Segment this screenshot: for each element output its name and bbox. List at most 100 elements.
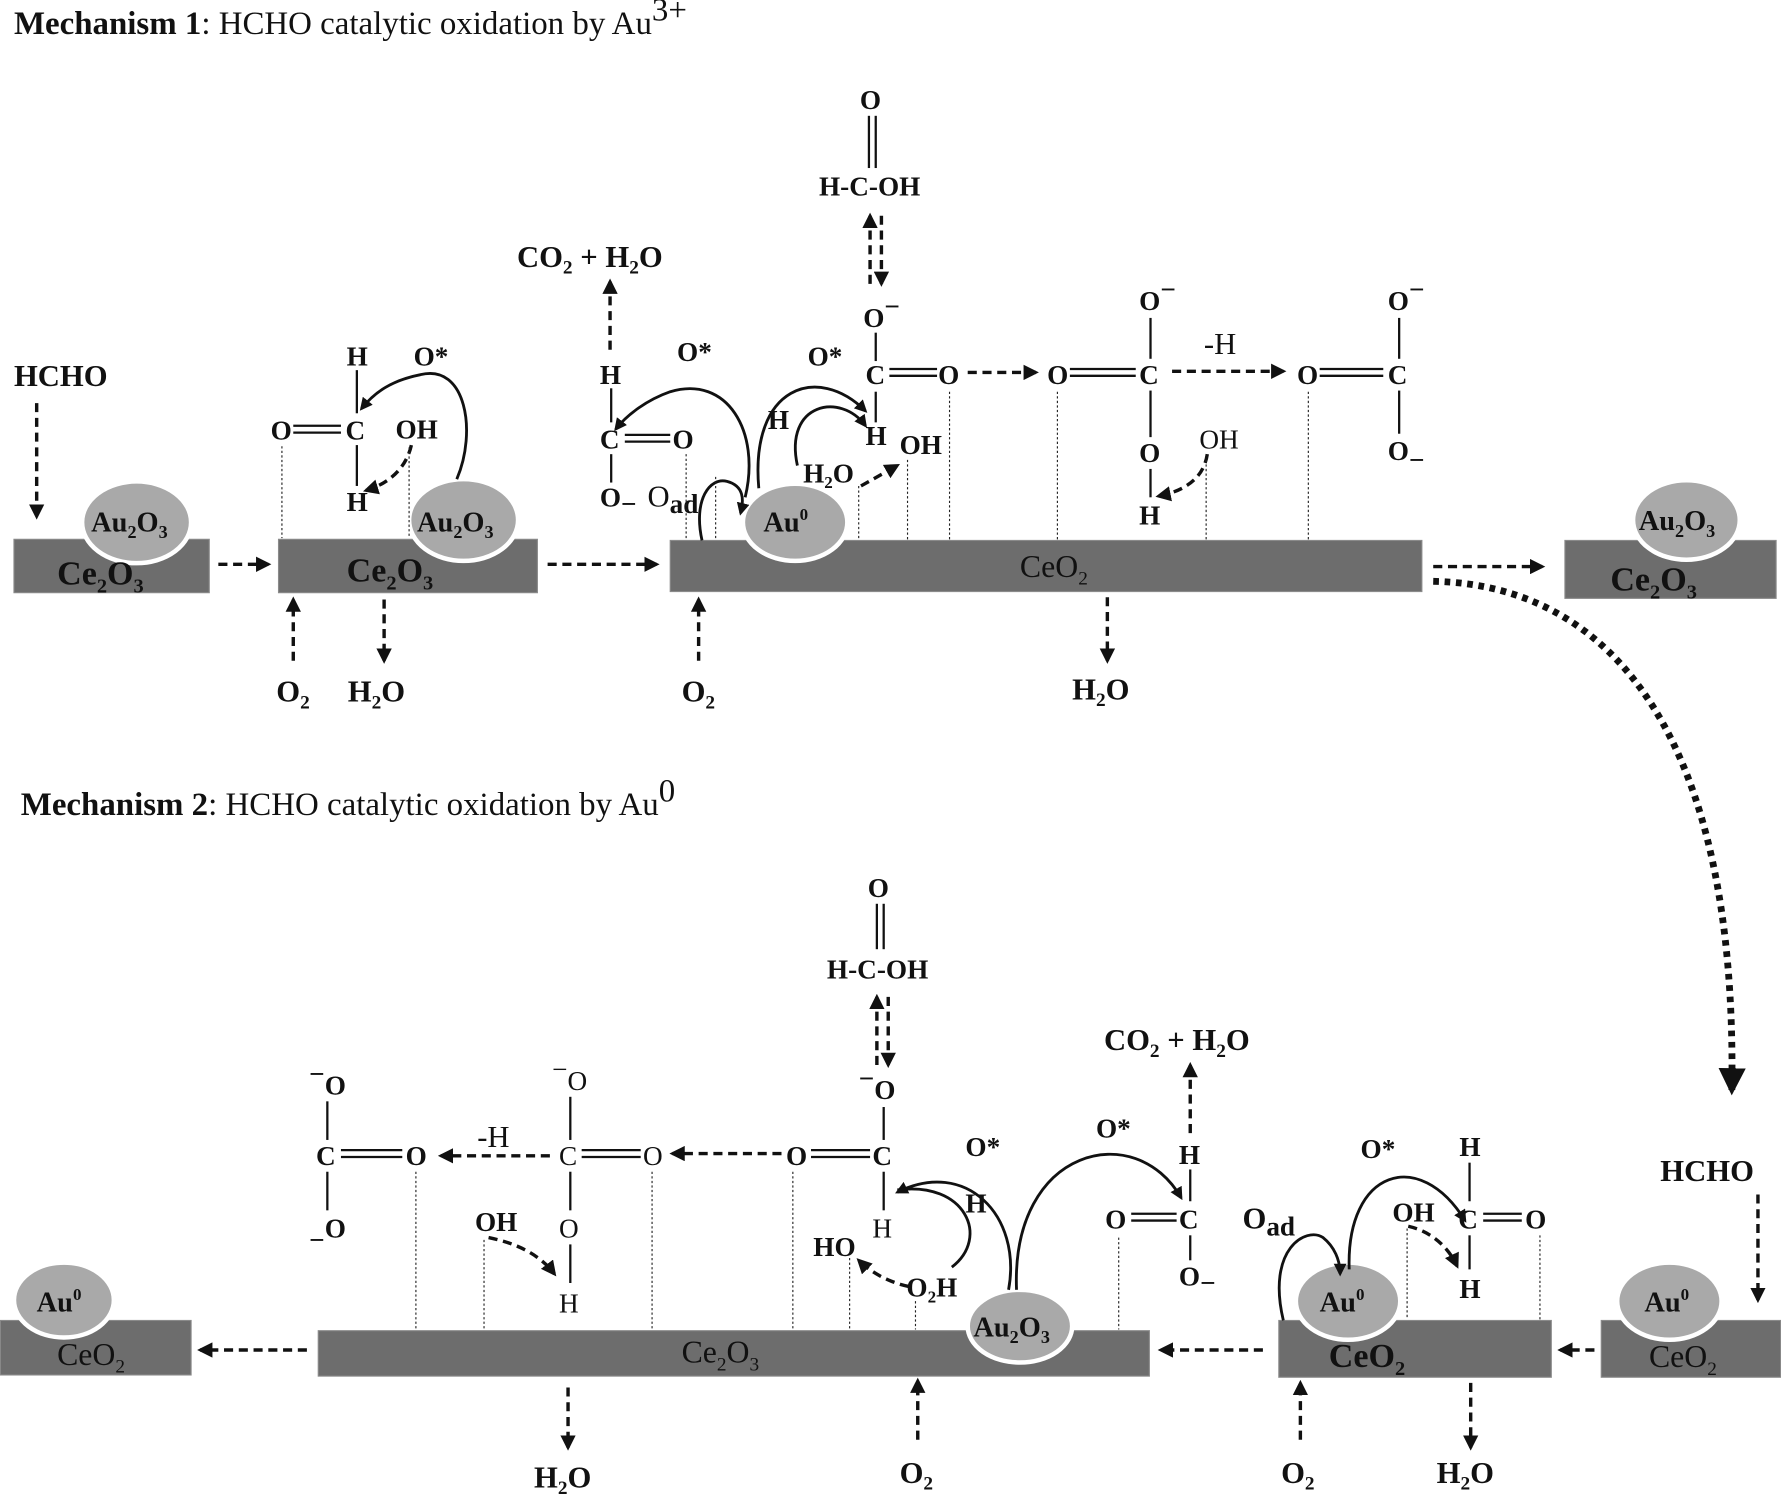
o2h-group: O2H xyxy=(906,1273,957,1307)
o-atom: O xyxy=(938,360,959,390)
c-atom: C xyxy=(316,1141,336,1171)
c-atom: C xyxy=(559,1141,577,1171)
h-atom: H xyxy=(347,487,368,517)
h-atom: H xyxy=(1459,1132,1480,1162)
particle-au0-final xyxy=(11,1260,117,1340)
o-atom: O xyxy=(1047,360,1068,390)
c-atom: C xyxy=(346,415,366,445)
hcho-input-label: HCHO xyxy=(14,359,108,393)
o-star-transfer-arrow xyxy=(1015,1152,1183,1290)
o-atom: O xyxy=(1139,438,1160,468)
co2-h2o-product: CO2 + H2O xyxy=(517,240,663,279)
o-atom: O xyxy=(868,873,889,903)
o-atom: O xyxy=(643,1141,663,1171)
formic-acid: H-C-OH xyxy=(827,955,928,985)
o-atom: O xyxy=(1525,1205,1546,1235)
c-atom: C xyxy=(600,424,620,454)
o-atom: O xyxy=(860,85,881,115)
h2o-label: H2O xyxy=(348,675,405,714)
o-ad-label: Oad xyxy=(648,479,699,519)
oh-group: OH xyxy=(395,414,437,444)
c-atom: C xyxy=(1458,1205,1478,1235)
mechanism1-title: Mechanism 1: HCHO catalytic oxidation by… xyxy=(14,0,687,42)
o-star-transfer-arrow xyxy=(614,387,751,498)
o-minus: −O xyxy=(859,1064,896,1105)
h-atom: H xyxy=(872,1214,892,1244)
au0-label-r1: Au0 xyxy=(1644,1285,1689,1318)
o2-label: O2 xyxy=(276,675,310,714)
minus-h-label: -H xyxy=(477,1120,509,1154)
o-minus: O− xyxy=(1388,436,1425,475)
o-star-transfer-arrow xyxy=(1347,1175,1467,1270)
ce2o3-label-2: Ce2O3 xyxy=(347,552,434,594)
o-star-label: O* xyxy=(1361,1134,1396,1164)
ho-group: HO xyxy=(813,1232,855,1262)
oh-transfer-arrow xyxy=(363,444,414,495)
oh-group: OH xyxy=(1199,424,1238,454)
c-atom: C xyxy=(1139,360,1159,390)
o2-label: O2 xyxy=(900,1456,934,1495)
au2o3-label-1: Au2O3 xyxy=(91,507,168,542)
ceo2-label-long: CeO2 xyxy=(1020,549,1088,590)
o-atom: O xyxy=(406,1141,427,1171)
au2o3-label-2: Au2O3 xyxy=(417,507,494,542)
h2o-oh-arrow xyxy=(860,464,900,488)
h2o-label: H2O xyxy=(534,1460,591,1499)
h2o-label: H2O xyxy=(1437,1456,1494,1495)
o2-label: O2 xyxy=(682,675,716,714)
au0-label-r2: Au0 xyxy=(1320,1285,1365,1318)
o-ad-label: Oad xyxy=(1242,1202,1295,1242)
h-atom: H xyxy=(965,1189,986,1219)
o-star-label: O* xyxy=(965,1132,1000,1162)
o-star-label: O* xyxy=(414,342,449,372)
o-minus: O− xyxy=(1179,1261,1216,1298)
ce2o3-label-3: Ce2O3 xyxy=(1610,561,1697,603)
co2-h2o-product: CO2 + H2O xyxy=(1104,1023,1250,1062)
h-atom: H xyxy=(559,1289,579,1319)
oh-group: OH xyxy=(1392,1198,1434,1228)
particle-au0-r1 xyxy=(1614,1260,1724,1343)
mechanism-transition-arrow xyxy=(1433,577,1746,1096)
o-minus: O− xyxy=(1388,275,1425,316)
o-star-transfer-arrow-2 xyxy=(756,385,868,489)
o-atom: O xyxy=(786,1141,807,1171)
oh-transfer-arrow xyxy=(488,1235,557,1277)
o-minus: −O xyxy=(309,1214,346,1255)
o-star-label: O* xyxy=(1096,1114,1131,1144)
o-minus: O− xyxy=(600,482,637,519)
ceo2-label-r1: CeO2 xyxy=(1649,1339,1717,1380)
c-atom: C xyxy=(1179,1205,1199,1235)
o-atom: O xyxy=(1105,1205,1126,1235)
hcho-input-label-2: HCHO xyxy=(1660,1154,1754,1188)
o-ad-arrow xyxy=(698,479,750,541)
h-atom: H xyxy=(1139,501,1160,531)
ceo2-label-r2: CeO2 xyxy=(1329,1338,1405,1380)
particle-au2o3-1 xyxy=(79,479,194,566)
o-minus: O− xyxy=(1139,275,1176,316)
o-minus: O− xyxy=(863,292,900,333)
h-transfer-arrow xyxy=(897,1187,972,1269)
h-atom: H xyxy=(347,342,368,372)
ceo2-label-final: CeO2 xyxy=(57,1337,125,1378)
ce2o3-label-1: Ce2O3 xyxy=(57,556,144,598)
minus-h-label: -H xyxy=(1204,327,1236,361)
o-atom: O xyxy=(271,415,292,445)
o-atom: O xyxy=(559,1214,579,1244)
mechanism2-title: Mechanism 2: HCHO catalytic oxidation by… xyxy=(21,774,675,824)
au2o3-label-3: Au2O3 xyxy=(1639,506,1716,541)
oh-transfer-arrow xyxy=(1407,1224,1459,1269)
particle-au0-1 xyxy=(740,481,850,564)
o-star-label: O* xyxy=(677,337,712,367)
c-atom: C xyxy=(1388,360,1408,390)
h2o-inline: H2O xyxy=(803,459,854,493)
o-ad-arrow xyxy=(1277,1233,1347,1321)
ce2o3-label-long: Ce2O3 xyxy=(682,1334,760,1375)
c-atom: C xyxy=(872,1141,892,1171)
au0-label-1: Au0 xyxy=(763,505,808,538)
particle-au2o3-m2 xyxy=(965,1287,1075,1365)
o-minus: −O xyxy=(309,1059,346,1100)
oh-group: OH xyxy=(900,430,942,460)
o-star-transfer-arrow xyxy=(359,372,468,480)
oh-transfer-arrow xyxy=(1155,453,1209,502)
